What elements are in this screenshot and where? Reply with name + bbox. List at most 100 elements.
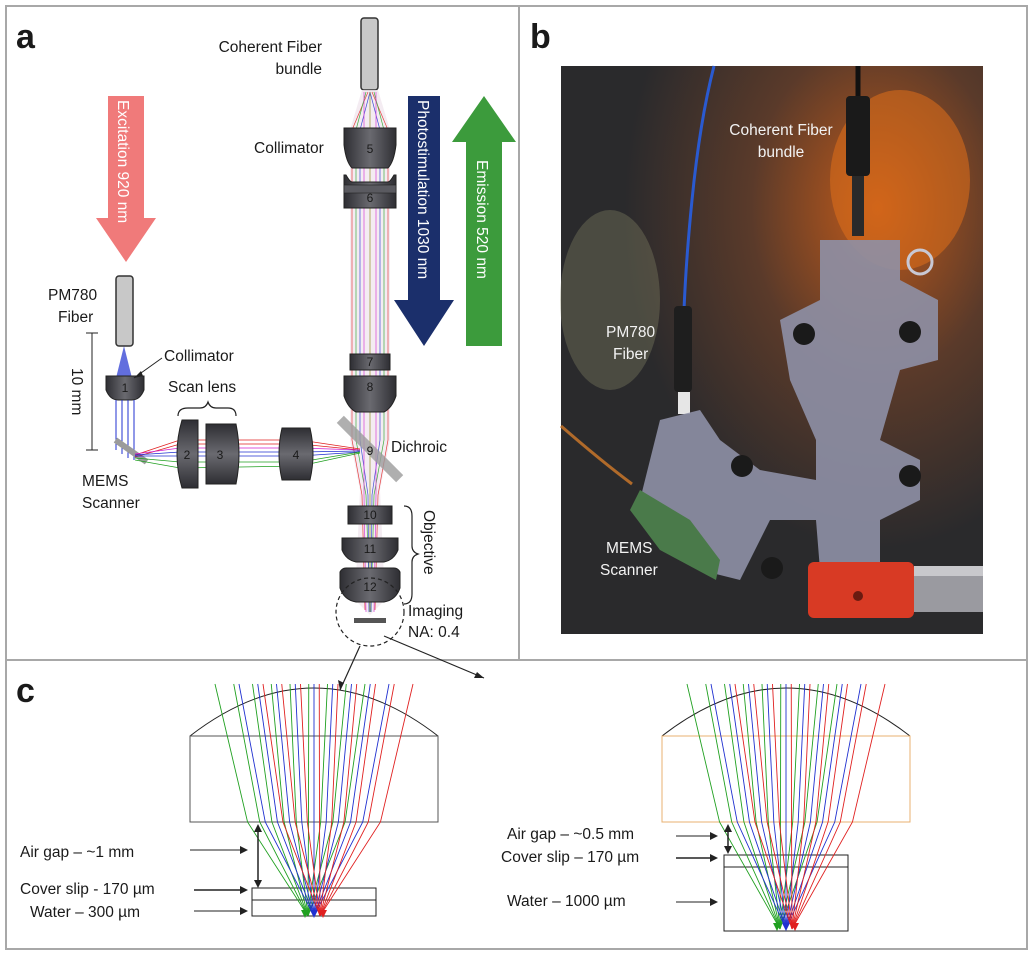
right-water-pointer-head [710, 898, 718, 906]
lens-2: 2 [176, 419, 199, 489]
right-water-label: Water – 1000 µm [507, 893, 626, 910]
panel-b-label: b [530, 18, 551, 56]
ray [705, 683, 781, 930]
ray [791, 683, 886, 930]
ray [785, 683, 806, 930]
objective-brace [403, 505, 420, 605]
ray [262, 683, 321, 917]
focal-point [791, 923, 799, 931]
collimator-pointer-head [134, 371, 143, 378]
ray [313, 683, 352, 917]
ray [791, 683, 867, 930]
lens-8: 8 [343, 375, 397, 413]
zoom-arrow-left [338, 680, 344, 690]
zoom-arrow-right [474, 672, 484, 678]
ray [313, 683, 334, 917]
ray [313, 683, 390, 917]
pm780-fiber [115, 275, 134, 347]
ray [779, 683, 819, 930]
ray [761, 683, 781, 930]
ray [214, 683, 309, 917]
scanner-label: Scanner [82, 495, 140, 512]
ray [281, 683, 321, 917]
imaging-label: Imaging [408, 603, 463, 620]
lens-12: 12 [339, 567, 401, 603]
fiber-label: Fiber [58, 309, 93, 326]
objective-label: Objective [420, 510, 437, 575]
ray [307, 683, 310, 917]
ray [319, 683, 376, 917]
focal-point [319, 910, 327, 918]
ray [785, 683, 824, 930]
left-cover-slip-pointer-head [240, 886, 248, 894]
sample-slab [354, 618, 386, 623]
photo-coherent-fiber-label: Coherent Fiber [729, 122, 832, 139]
ray [319, 683, 358, 917]
ray [233, 683, 309, 917]
fiber-cone [116, 346, 132, 378]
right-configuration [661, 683, 911, 932]
lens-10-number: 10 [363, 508, 377, 522]
photo-bundle-label: bundle [758, 144, 805, 161]
ray [307, 683, 366, 917]
vertical-beam [350, 90, 390, 615]
mems-mirror [113, 437, 149, 465]
ray [753, 683, 793, 930]
ray [729, 683, 787, 930]
panel-a-frame [5, 5, 520, 661]
scale-bar-label: 10 mm [68, 368, 85, 415]
lens-4-number: 4 [293, 448, 300, 462]
lens-5: 5 [343, 127, 397, 169]
lens-1: 1 [105, 375, 145, 401]
coherent-fiber-label: Coherent Fiber [219, 39, 322, 56]
ray [724, 683, 781, 930]
lens-1-number: 1 [122, 381, 129, 395]
panel-c-frame [5, 659, 1028, 950]
photo-pm780-label: PM780 [606, 324, 655, 341]
ray [313, 683, 371, 917]
ray [318, 683, 321, 917]
left-water-pointer-head [240, 907, 248, 915]
photostimulation-label: Photostimulation 1030 nm [414, 100, 431, 279]
lens-10: 10 [347, 505, 393, 525]
left-air-gap-label: Air gap – ~1 mm [20, 844, 134, 861]
horizontal-beam [134, 439, 361, 469]
excitation-arrow: Excitation 920 nm [96, 96, 156, 262]
lens-3: 3 [205, 423, 240, 485]
photo-fiber-label: Fiber [613, 346, 648, 363]
ray [686, 683, 781, 930]
lens-11-number: 11 [364, 542, 377, 556]
photo-scanner-label: Scanner [600, 562, 658, 579]
ray [307, 683, 347, 917]
panel-c-label: c [16, 672, 35, 710]
lens-2-number: 2 [184, 448, 191, 462]
ray [742, 683, 781, 930]
coherent-fiber-bundle [360, 17, 379, 91]
right-cover-slip-label: Cover slip – 170 µm [501, 849, 639, 866]
collimator-left-label: Collimator [164, 348, 234, 365]
ray [748, 683, 787, 930]
ray [238, 683, 315, 917]
ray [791, 683, 811, 930]
pm780-label: PM780 [48, 287, 97, 304]
ray [276, 683, 315, 917]
lens-7-number: 7 [367, 355, 374, 369]
mems-label: MEMS [82, 473, 129, 490]
right-cover-slip-pointer-head [710, 854, 718, 862]
ray [791, 683, 848, 930]
focal-point [301, 910, 309, 918]
lens-6: 6 [343, 174, 397, 209]
right-rays [686, 683, 886, 931]
scan-lens-brace [177, 400, 237, 417]
lens-5-number: 5 [367, 142, 374, 156]
ray [779, 683, 782, 930]
lens-9-number: 9 [367, 444, 374, 458]
ray [779, 683, 838, 930]
scale-bar [86, 332, 98, 451]
photo-mems-label: MEMS [606, 540, 653, 557]
dichroic-mirror: 9 [336, 415, 404, 483]
lens-4: 4 [278, 427, 314, 481]
zoom-circle [335, 577, 405, 647]
left-water-label: Water – 300 µm [30, 904, 140, 921]
